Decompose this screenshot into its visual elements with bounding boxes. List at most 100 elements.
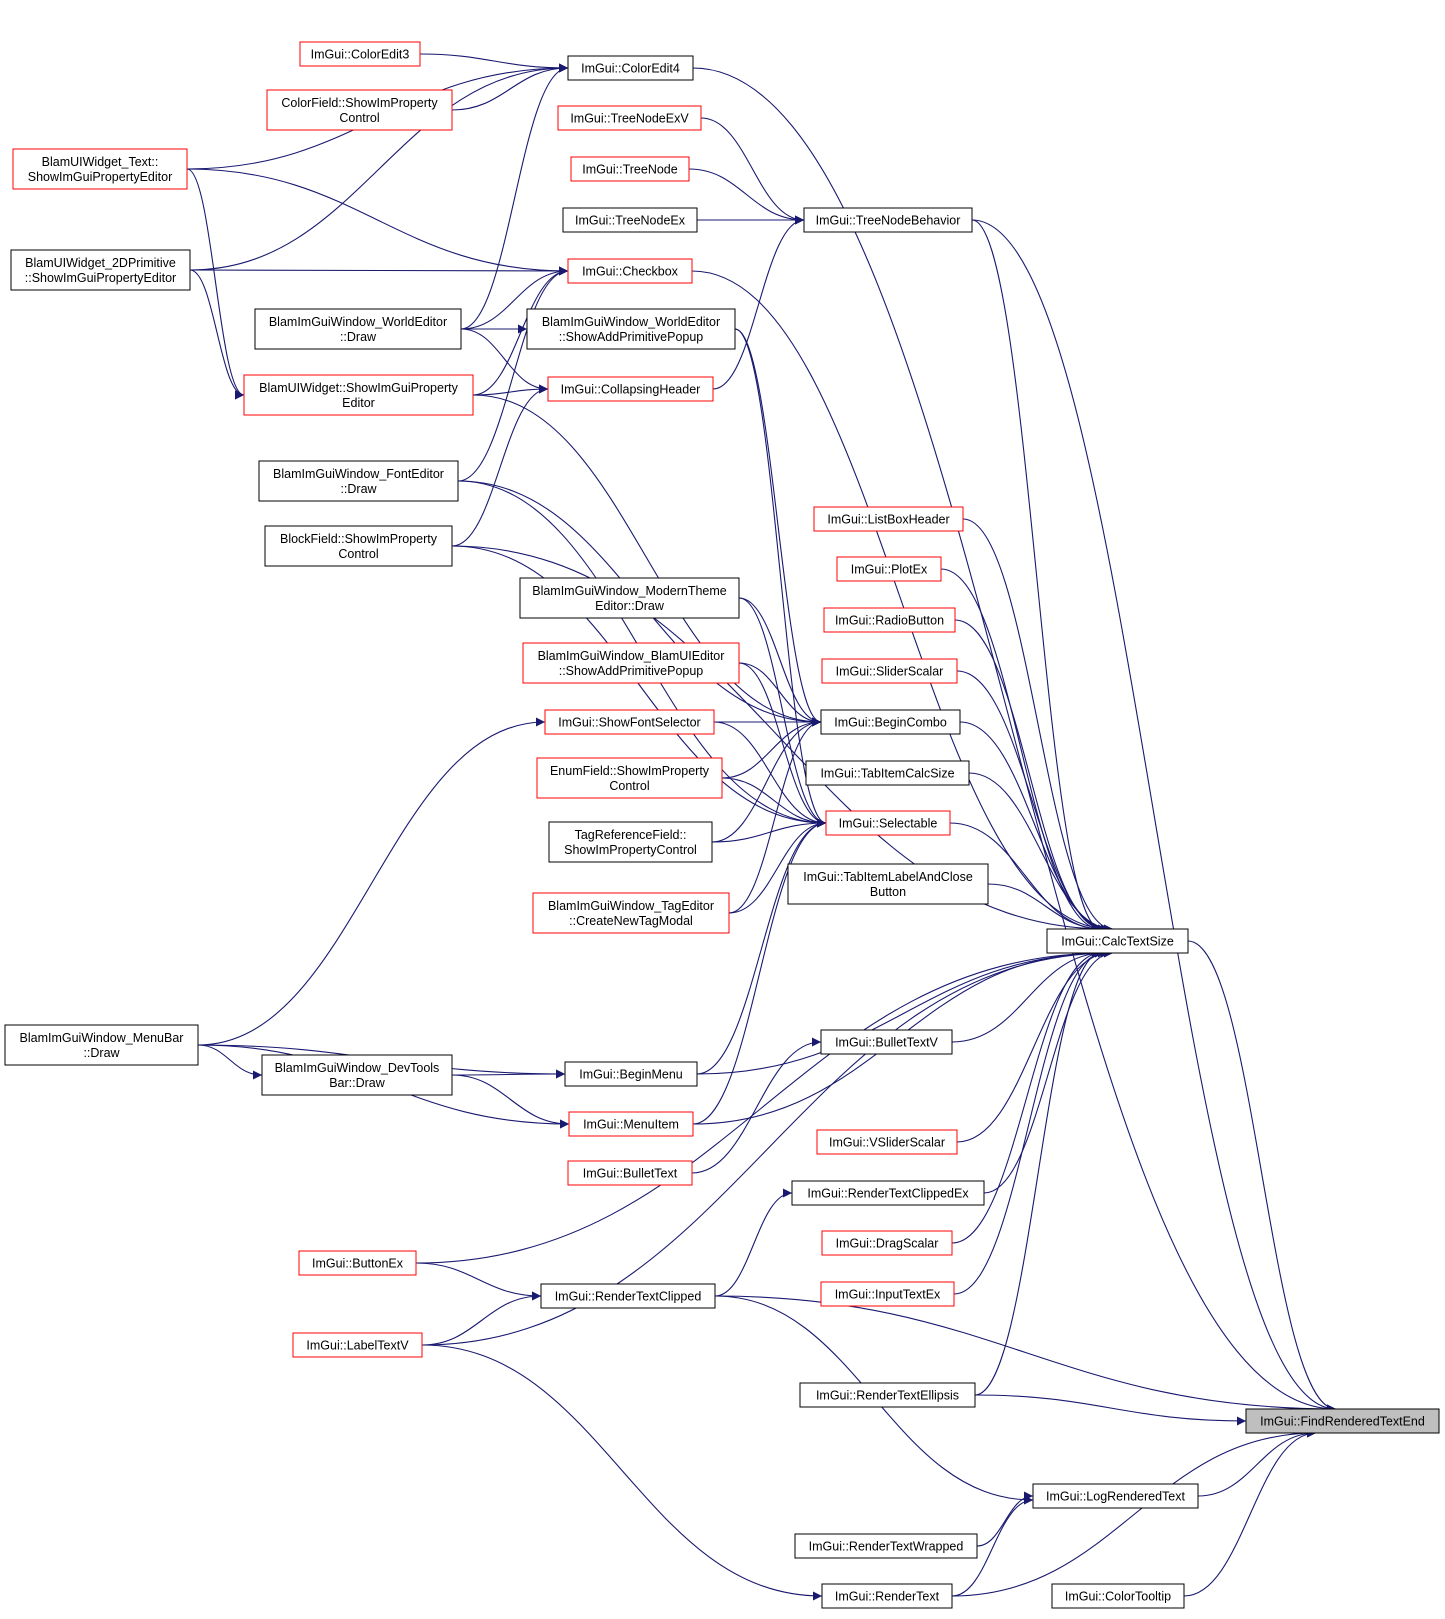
node-colortooltip[interactable]: ImGui::ColorTooltip	[1051, 1583, 1185, 1609]
node-box	[266, 89, 453, 131]
node-rendertextwrapped[interactable]: ImGui::RenderTextWrapped	[794, 1533, 978, 1559]
node-tagreference[interactable]: TagReferenceField::ShowImPropertyControl	[548, 821, 713, 863]
edge-layer	[186, 53, 1337, 1601]
node-coloredit4[interactable]: ImGui::ColorEdit4	[567, 55, 694, 81]
node-box	[825, 810, 951, 836]
node-findrenderedtextend[interactable]: ImGui::FindRenderedTextEnd	[1245, 1408, 1440, 1434]
node-treenodebehavior[interactable]: ImGui::TreeNodeBehavior	[803, 207, 973, 233]
node-box	[564, 1061, 698, 1087]
node-calctextsize[interactable]: ImGui::CalcTextSize	[1046, 928, 1189, 954]
node-label: EnumField::ShowImProperty	[550, 764, 710, 778]
node-listboxheader[interactable]: ImGui::ListBoxHeader	[813, 506, 964, 532]
node-begincombo[interactable]: ImGui::BeginCombo	[820, 709, 961, 735]
node-treenodeex[interactable]: ImGui::TreeNodeEx	[562, 207, 698, 233]
node-treenodeexv[interactable]: ImGui::TreeNodeExV	[557, 105, 702, 131]
edge-rendertextclipped-to-rendertextclippedex	[714, 1188, 793, 1297]
node-box	[794, 1533, 978, 1559]
node-label: ImGui::RenderTextWrapped	[809, 1540, 964, 1554]
node-buttonex[interactable]: ImGui::ButtonEx	[298, 1250, 417, 1276]
node-beginmenu[interactable]: ImGui::BeginMenu	[564, 1061, 698, 1087]
node-text_editor[interactable]: BlamUIWidget_Text::ShowImGuiPropertyEdit…	[12, 148, 188, 190]
node-worldeditor_draw[interactable]: BlamImGuiWindow_WorldEditor::Draw	[254, 308, 462, 350]
node-box	[567, 258, 693, 284]
node-checkbox[interactable]: ImGui::Checkbox	[567, 258, 693, 284]
node-box	[519, 577, 740, 619]
node-uiwidget_editor[interactable]: BlamUIWidget::ShowImGuiPropertyEditor	[243, 374, 474, 416]
node-box	[264, 525, 453, 567]
node-fonteditor[interactable]: BlamImGuiWindow_FontEditor::Draw	[258, 460, 459, 502]
node-box	[787, 863, 989, 905]
node-box	[816, 1129, 958, 1155]
node-label: Control	[338, 547, 378, 561]
node-label: ImGui::MenuItem	[583, 1118, 679, 1132]
node-box	[298, 1250, 417, 1276]
edge-fonteditor-to-checkbox	[457, 266, 569, 482]
edge-collapsingheader-to-treenodebehavior	[712, 215, 805, 390]
node-radiobutton[interactable]: ImGui::RadioButton	[823, 607, 956, 633]
node-inputtextex[interactable]: ImGui::InputTextEx	[820, 1281, 955, 1307]
node-label: BlamImGuiWindow_ModernTheme	[532, 584, 727, 598]
edge-listboxheader-to-calctextsize	[962, 518, 1114, 934]
node-label: ImGui::RenderTextEllipsis	[816, 1389, 959, 1403]
edge-bullettext-to-bullettextv	[691, 1037, 822, 1174]
edge-devtools-to-menuitem	[451, 1074, 570, 1129]
edge-tabitemlabel-to-calctextsize	[987, 883, 1105, 934]
edge-tageditor-to-begincombo	[728, 717, 822, 914]
edge-blockfield-to-collapsingheader	[451, 384, 549, 547]
node-label: ImGui::DragScalar	[836, 1237, 939, 1251]
node-coloredit3[interactable]: ImGui::ColorEdit3	[299, 41, 421, 67]
node-treenode[interactable]: ImGui::TreeNode	[570, 156, 690, 182]
node-uieditor_popup[interactable]: BlamImGuiWindow_BlamUIEditor::ShowAddPri…	[522, 642, 740, 684]
node-box	[12, 148, 188, 190]
node-menuitem[interactable]: ImGui::MenuItem	[568, 1111, 694, 1137]
node-label: ImGui::Checkbox	[582, 265, 679, 279]
node-sliderscalar[interactable]: ImGui::SliderScalar	[821, 658, 958, 684]
node-box	[544, 709, 715, 735]
edge-blockfield-to-calctextsize	[451, 545, 1108, 934]
node-tageditor[interactable]: BlamImGuiWindow_TagEditor::CreateNewTagM…	[532, 892, 730, 934]
node-rendertextclippedex[interactable]: ImGui::RenderTextClippedEx	[791, 1180, 985, 1206]
node-showfontselector[interactable]: ImGui::ShowFontSelector	[544, 709, 715, 735]
edge-dragscalar-to-calctextsize	[951, 948, 1102, 1244]
node-rendertextellipsis[interactable]: ImGui::RenderTextEllipsis	[799, 1382, 976, 1408]
node-worldeditor_popup[interactable]: BlamImGuiWindow_WorldEditor::ShowAddPrim…	[526, 308, 736, 350]
edge-worldeditor_popup-to-begincombo	[734, 328, 822, 727]
node-box	[1046, 928, 1189, 954]
node-prim2d[interactable]: BlamUIWidget_2DPrimitive::ShowImGuiPrope…	[10, 249, 191, 291]
node-box	[1032, 1483, 1199, 1509]
edge-colorfield-to-coloredit4	[451, 63, 569, 111]
edge-worldeditor_draw-to-collapsingheader	[460, 328, 549, 394]
node-rendertext[interactable]: ImGui::RenderText	[821, 1583, 953, 1609]
edge-worldeditor_draw-to-checkbox	[460, 266, 569, 330]
node-label: ImGui::Selectable	[839, 817, 938, 831]
node-tabitemcalcsize[interactable]: ImGui::TabItemCalcSize	[805, 760, 970, 786]
node-box	[4, 1024, 199, 1066]
node-logrenderedtext[interactable]: ImGui::LogRenderedText	[1032, 1483, 1199, 1509]
edge-text_editor-to-checkbox	[186, 168, 569, 276]
edge-moderntheme-to-begincombo	[738, 597, 822, 727]
node-bullettext[interactable]: ImGui::BulletText	[567, 1160, 693, 1186]
node-labeltextv[interactable]: ImGui::LabelTextV	[292, 1332, 423, 1358]
edge-menuitem-to-selectable	[692, 818, 827, 1125]
edge-tageditor-to-selectable	[728, 818, 827, 914]
node-label: ImGui::ShowFontSelector	[558, 716, 700, 730]
node-blockfield[interactable]: BlockField::ShowImPropertyControl	[264, 525, 453, 567]
node-box	[567, 55, 694, 81]
node-label: ImGui::RenderTextClippedEx	[807, 1187, 969, 1201]
node-collapsingheader[interactable]: ImGui::CollapsingHeader	[547, 376, 714, 402]
node-bullettextv[interactable]: ImGui::BulletTextV	[820, 1029, 953, 1055]
node-menubar[interactable]: BlamImGuiWindow_MenuBar::Draw	[4, 1024, 199, 1066]
node-vsliderscalar[interactable]: ImGui::VSliderScalar	[816, 1129, 958, 1155]
node-dragscalar[interactable]: ImGui::DragScalar	[821, 1230, 953, 1256]
node-rendertextclipped[interactable]: ImGui::RenderTextClipped	[540, 1283, 716, 1309]
node-plotex[interactable]: ImGui::PlotEx	[836, 556, 942, 582]
node-label: ImGui::TabItemCalcSize	[820, 767, 954, 781]
node-colorfield[interactable]: ColorField::ShowImPropertyControl	[266, 89, 453, 131]
node-label: ImGui::RenderText	[835, 1590, 940, 1604]
edge-worldeditor_popup-to-selectable	[734, 328, 827, 828]
node-enumfield[interactable]: EnumField::ShowImPropertyControl	[536, 757, 723, 799]
node-selectable[interactable]: ImGui::Selectable	[825, 810, 951, 836]
